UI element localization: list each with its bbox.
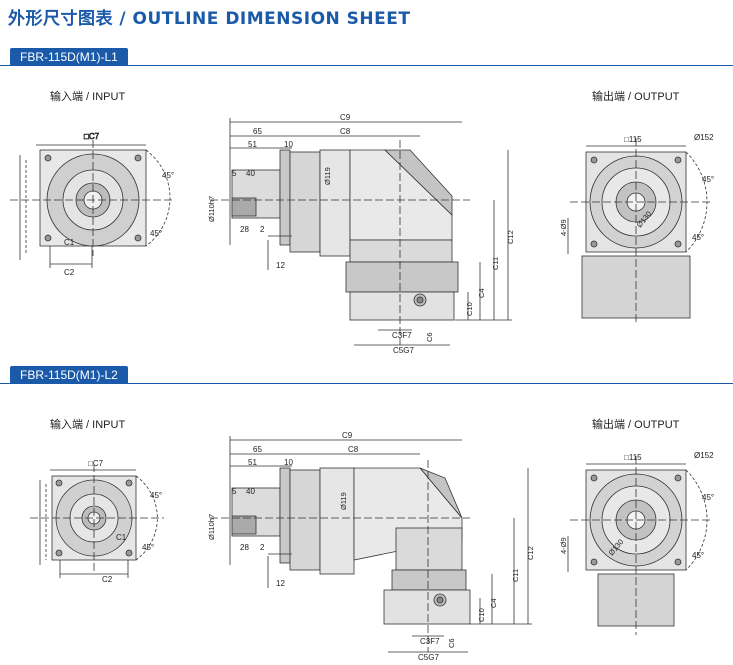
dim-2: 2 [260, 225, 265, 234]
dim-d119: Ø119 [339, 492, 348, 510]
section-l1: FBR-115D(M1)-L1 输入端 / INPUT 输出端 / OUTPUT… [0, 48, 733, 355]
dim-10: 10 [284, 458, 293, 467]
dim-c4: C4 [477, 288, 486, 298]
page-title: 外形尺寸图表 / OUTLINE DIMENSION SHEET [8, 9, 411, 29]
dim-c5: C5G7 [418, 653, 439, 662]
dim-holes: 4-Ø9 [559, 219, 568, 236]
side-view-drawing: C9 65 C8 51 10 5 40 28 2 12 Ø110h7 Ø119 … [207, 431, 535, 662]
input-label: 输入端 / INPUT [50, 419, 126, 431]
dim-c10: C10 [465, 302, 474, 316]
dim-c6: C6 [425, 332, 434, 342]
dim-c1: C1 [64, 238, 75, 247]
dim-angle-in-2: 45° [150, 491, 162, 500]
dim-c3: C3F7 [392, 331, 412, 340]
dim-12: 12 [276, 261, 285, 270]
dim-40: 40 [246, 169, 255, 178]
dim-28: 28 [240, 543, 249, 552]
dim-angle-out-2: 45° [702, 175, 714, 184]
dim-d119: Ø119 [323, 167, 332, 185]
dim-d110: Ø110h7 [207, 514, 216, 540]
dim-angle-out: 45° [692, 233, 704, 242]
section-divider [0, 383, 733, 384]
dim-c11: C11 [511, 569, 520, 582]
output-view-drawing: □115 Ø152 Ø130 4-Ø9 45° 45° [559, 133, 714, 325]
dim-c6: C6 [447, 638, 456, 648]
dim-c3: C3F7 [420, 637, 440, 646]
dim-c1: C1 [116, 533, 127, 542]
dim-d152: Ø152 [694, 133, 714, 142]
dim-c8: C8 [340, 127, 351, 136]
output-label: 输出端 / OUTPUT [592, 91, 680, 103]
dim-5: 5 [232, 487, 237, 496]
dim-holes: 4-Ø9 [559, 537, 568, 554]
dim-c12: C12 [506, 230, 515, 244]
input-view-drawing: □C7 C2 C1 45° 45° [30, 459, 164, 584]
dim-sq115: □115 [624, 453, 642, 462]
dim-c10: C10 [477, 608, 486, 622]
dim-c8: C8 [348, 445, 359, 454]
dim-angle-out-2: 45° [702, 493, 714, 502]
dim-c11: C11 [491, 257, 500, 270]
input-view-drawing: □C7 C2 C1 45° 45° [10, 132, 175, 277]
dim-c5: C5G7 [393, 346, 414, 355]
dim-c2: C2 [64, 268, 75, 277]
dim-c9: C9 [342, 431, 353, 440]
dim-65: 65 [253, 445, 262, 454]
dim-28: 28 [240, 225, 249, 234]
dim-40: 40 [246, 487, 255, 496]
model-label: FBR-115D(M1)-L1 [10, 48, 128, 66]
dim-10: 10 [284, 140, 293, 149]
dim-2: 2 [260, 543, 265, 552]
input-label: 输入端 / INPUT [50, 91, 126, 103]
section-divider [0, 65, 733, 66]
model-label: FBR-115D(M1)-L2 [10, 366, 128, 384]
dim-65: 65 [253, 127, 262, 136]
output-label: 输出端 / OUTPUT [592, 419, 680, 431]
dim-51: 51 [248, 140, 257, 149]
dim-c4: C4 [489, 598, 498, 608]
dim-angle-in: 45° [150, 229, 162, 238]
dim-51: 51 [248, 458, 257, 467]
dim-12: 12 [276, 579, 285, 588]
dim-5: 5 [232, 169, 237, 178]
dim-c2: C2 [102, 575, 113, 584]
dim-angle-in: 45° [142, 543, 154, 552]
dim-angle-in-2: 45° [162, 171, 174, 180]
dim-d152: Ø152 [694, 451, 714, 460]
dim-sq115: □115 [624, 135, 642, 144]
output-view-drawing: □115 Ø152 Ø130 4-Ø9 45° 45° [559, 451, 714, 635]
dim-c12: C12 [526, 546, 535, 560]
dim-c7: □C7 [88, 459, 104, 468]
dim-c7: □C7 [84, 132, 100, 141]
side-view-drawing: C9 65 C8 51 10 5 40 28 2 12 Ø110h7 Ø119 … [207, 113, 515, 355]
dim-c9: C9 [340, 113, 351, 122]
dim-d110: Ø110h7 [207, 196, 216, 222]
dim-angle-out: 45° [692, 551, 704, 560]
section-l2: FBR-115D(M1)-L2 输入端 / INPUT 输出端 / OUTPUT… [0, 360, 733, 665]
